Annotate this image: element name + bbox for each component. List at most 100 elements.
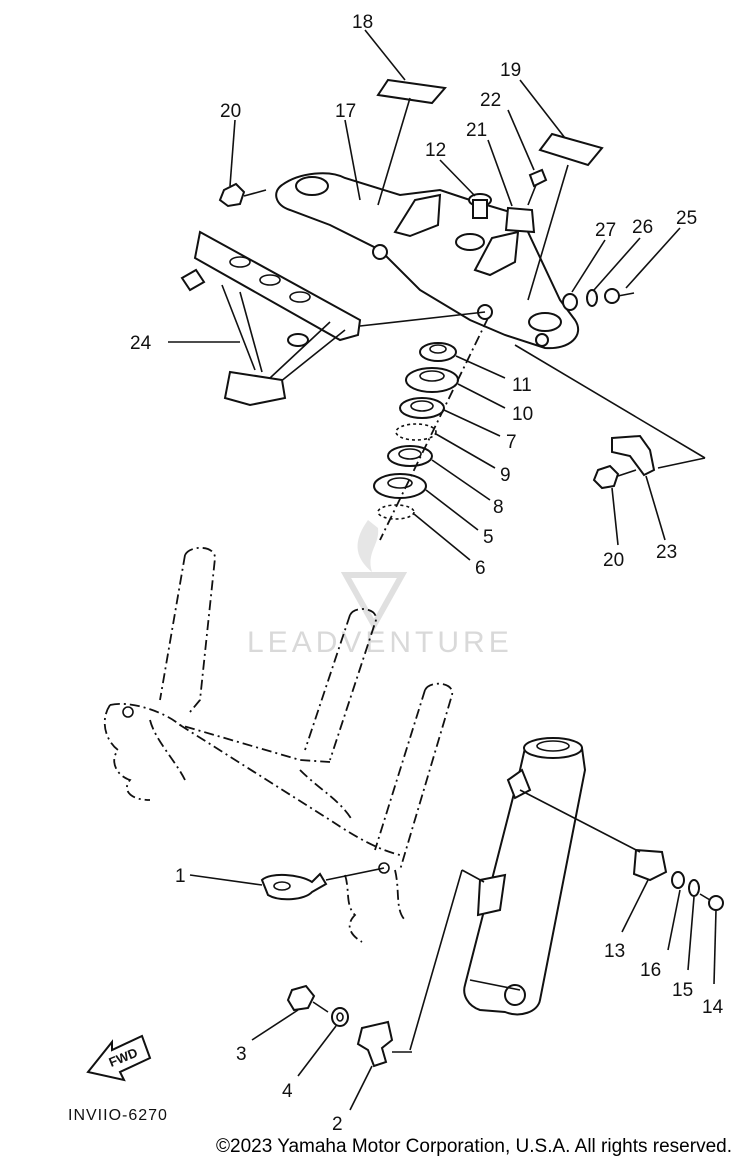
callout-19[interactable]: 19	[500, 60, 521, 81]
front-fork	[463, 737, 587, 1016]
part-27-nut[interactable]	[562, 293, 578, 311]
callout-3[interactable]: 3	[236, 1044, 247, 1065]
watermark-text: LEADVENTURE	[247, 626, 513, 659]
callout-22[interactable]: 22	[480, 90, 501, 111]
callout-14[interactable]: 14	[702, 997, 724, 1018]
part-15-washer[interactable]	[688, 879, 700, 897]
part-13-clamp[interactable]	[632, 848, 668, 882]
part-16-nut[interactable]	[671, 871, 685, 889]
part-6-balls[interactable]	[377, 504, 415, 520]
copyright-notice: ©2023 Yamaha Motor Corporation, U.S.A. A…	[216, 1136, 732, 1157]
guide-24	[359, 311, 486, 327]
callout-26[interactable]: 26	[632, 217, 653, 238]
leader-25	[625, 227, 681, 289]
leader-7	[443, 409, 501, 437]
leader-9	[435, 433, 496, 469]
guide-19	[527, 164, 569, 301]
flame-logo-icon	[357, 520, 379, 572]
callout-7[interactable]: 7	[506, 432, 517, 453]
part-20-bolt-upper[interactable]	[218, 182, 267, 208]
v-logo-icon	[340, 572, 408, 632]
leader-23	[645, 475, 666, 541]
part-18-plate[interactable]	[376, 78, 447, 105]
part-5-race[interactable]	[373, 473, 427, 499]
leader-14	[713, 909, 717, 985]
callout-1[interactable]: 1	[175, 866, 186, 887]
leader-6	[413, 513, 471, 561]
callout-11[interactable]: 11	[512, 375, 532, 396]
callout-10[interactable]: 10	[512, 404, 533, 425]
callout-6[interactable]: 6	[475, 558, 486, 579]
callout-27[interactable]: 27	[595, 220, 616, 241]
part-22-bolt[interactable]	[527, 168, 548, 206]
part-2-clamp[interactable]	[356, 1020, 394, 1068]
leader-5	[425, 489, 479, 531]
leader-4	[297, 1025, 337, 1077]
leader-3	[251, 1009, 299, 1041]
callout-24[interactable]: 24	[130, 333, 152, 354]
frame-phantom	[103, 546, 453, 943]
leader-20-upper	[229, 119, 236, 187]
callout-17[interactable]: 17	[335, 101, 356, 122]
part-12-bolt[interactable]	[468, 193, 492, 219]
callout-16[interactable]: 16	[640, 960, 661, 981]
part-4-washer[interactable]	[331, 1007, 349, 1027]
part-19-plate[interactable]	[538, 132, 604, 167]
leader-15	[687, 896, 695, 971]
guide-1	[325, 867, 385, 881]
part-11-ring-nut[interactable]	[419, 342, 457, 362]
part-17-upper-bracket[interactable]	[275, 172, 580, 350]
part-25-bolt[interactable]	[604, 288, 635, 304]
leader-1	[189, 874, 263, 886]
callout-25[interactable]: 25	[676, 208, 697, 229]
drawing-code: INVIIO-6270	[68, 1107, 168, 1124]
leader-17	[344, 119, 361, 201]
part-24-headlight-bracket[interactable]	[180, 230, 362, 407]
leader-2	[349, 1065, 373, 1111]
part-9-balls[interactable]	[395, 423, 437, 441]
guide-2b	[461, 869, 485, 883]
leader-8	[431, 459, 491, 501]
leader-26	[593, 237, 641, 291]
guide-18	[377, 97, 411, 206]
callout-2[interactable]: 2	[332, 1114, 343, 1135]
guide-23-b	[657, 457, 706, 469]
callout-12[interactable]: 12	[425, 140, 446, 161]
steering-axis	[379, 317, 489, 541]
callout-20-upper[interactable]: 20	[220, 101, 241, 122]
leader-27	[571, 239, 606, 293]
leader-13	[621, 879, 649, 933]
guide-2	[409, 869, 463, 1051]
leader-10	[457, 383, 506, 409]
fwd-arrow-icon: FWD	[86, 1034, 152, 1082]
part-20-bolt-lower[interactable]	[592, 464, 637, 490]
callout-15[interactable]: 15	[672, 980, 693, 1001]
leader-12	[439, 159, 476, 197]
part-1-clamp[interactable]	[260, 872, 328, 901]
watermark: LEADVENTURE	[247, 520, 513, 659]
part-10-cover[interactable]	[405, 367, 459, 393]
callout-9[interactable]: 9	[500, 465, 511, 486]
guide-23-a	[514, 344, 706, 459]
part-21-clamp[interactable]	[504, 206, 536, 234]
callout-18[interactable]: 18	[352, 12, 373, 33]
part-26-washer[interactable]	[586, 289, 598, 307]
callout-4[interactable]: 4	[282, 1081, 293, 1102]
part-7-race[interactable]	[399, 397, 445, 419]
callout-8[interactable]: 8	[493, 497, 504, 518]
callout-20-lower[interactable]: 20	[603, 550, 624, 571]
leader-19	[519, 79, 566, 139]
part-3-bolt[interactable]	[286, 984, 329, 1013]
part-23-clamp[interactable]	[611, 434, 656, 477]
part-14-bolt[interactable]	[699, 893, 724, 911]
callout-23[interactable]: 23	[656, 542, 677, 563]
leader-16	[667, 889, 681, 951]
callout-13[interactable]: 13	[604, 941, 625, 962]
guide-13	[519, 789, 641, 853]
callout-21[interactable]: 21	[466, 120, 487, 141]
callout-5[interactable]: 5	[483, 527, 494, 548]
leader-21	[487, 139, 513, 207]
leader-20-lower	[611, 487, 619, 546]
part-8-race[interactable]	[387, 445, 433, 467]
